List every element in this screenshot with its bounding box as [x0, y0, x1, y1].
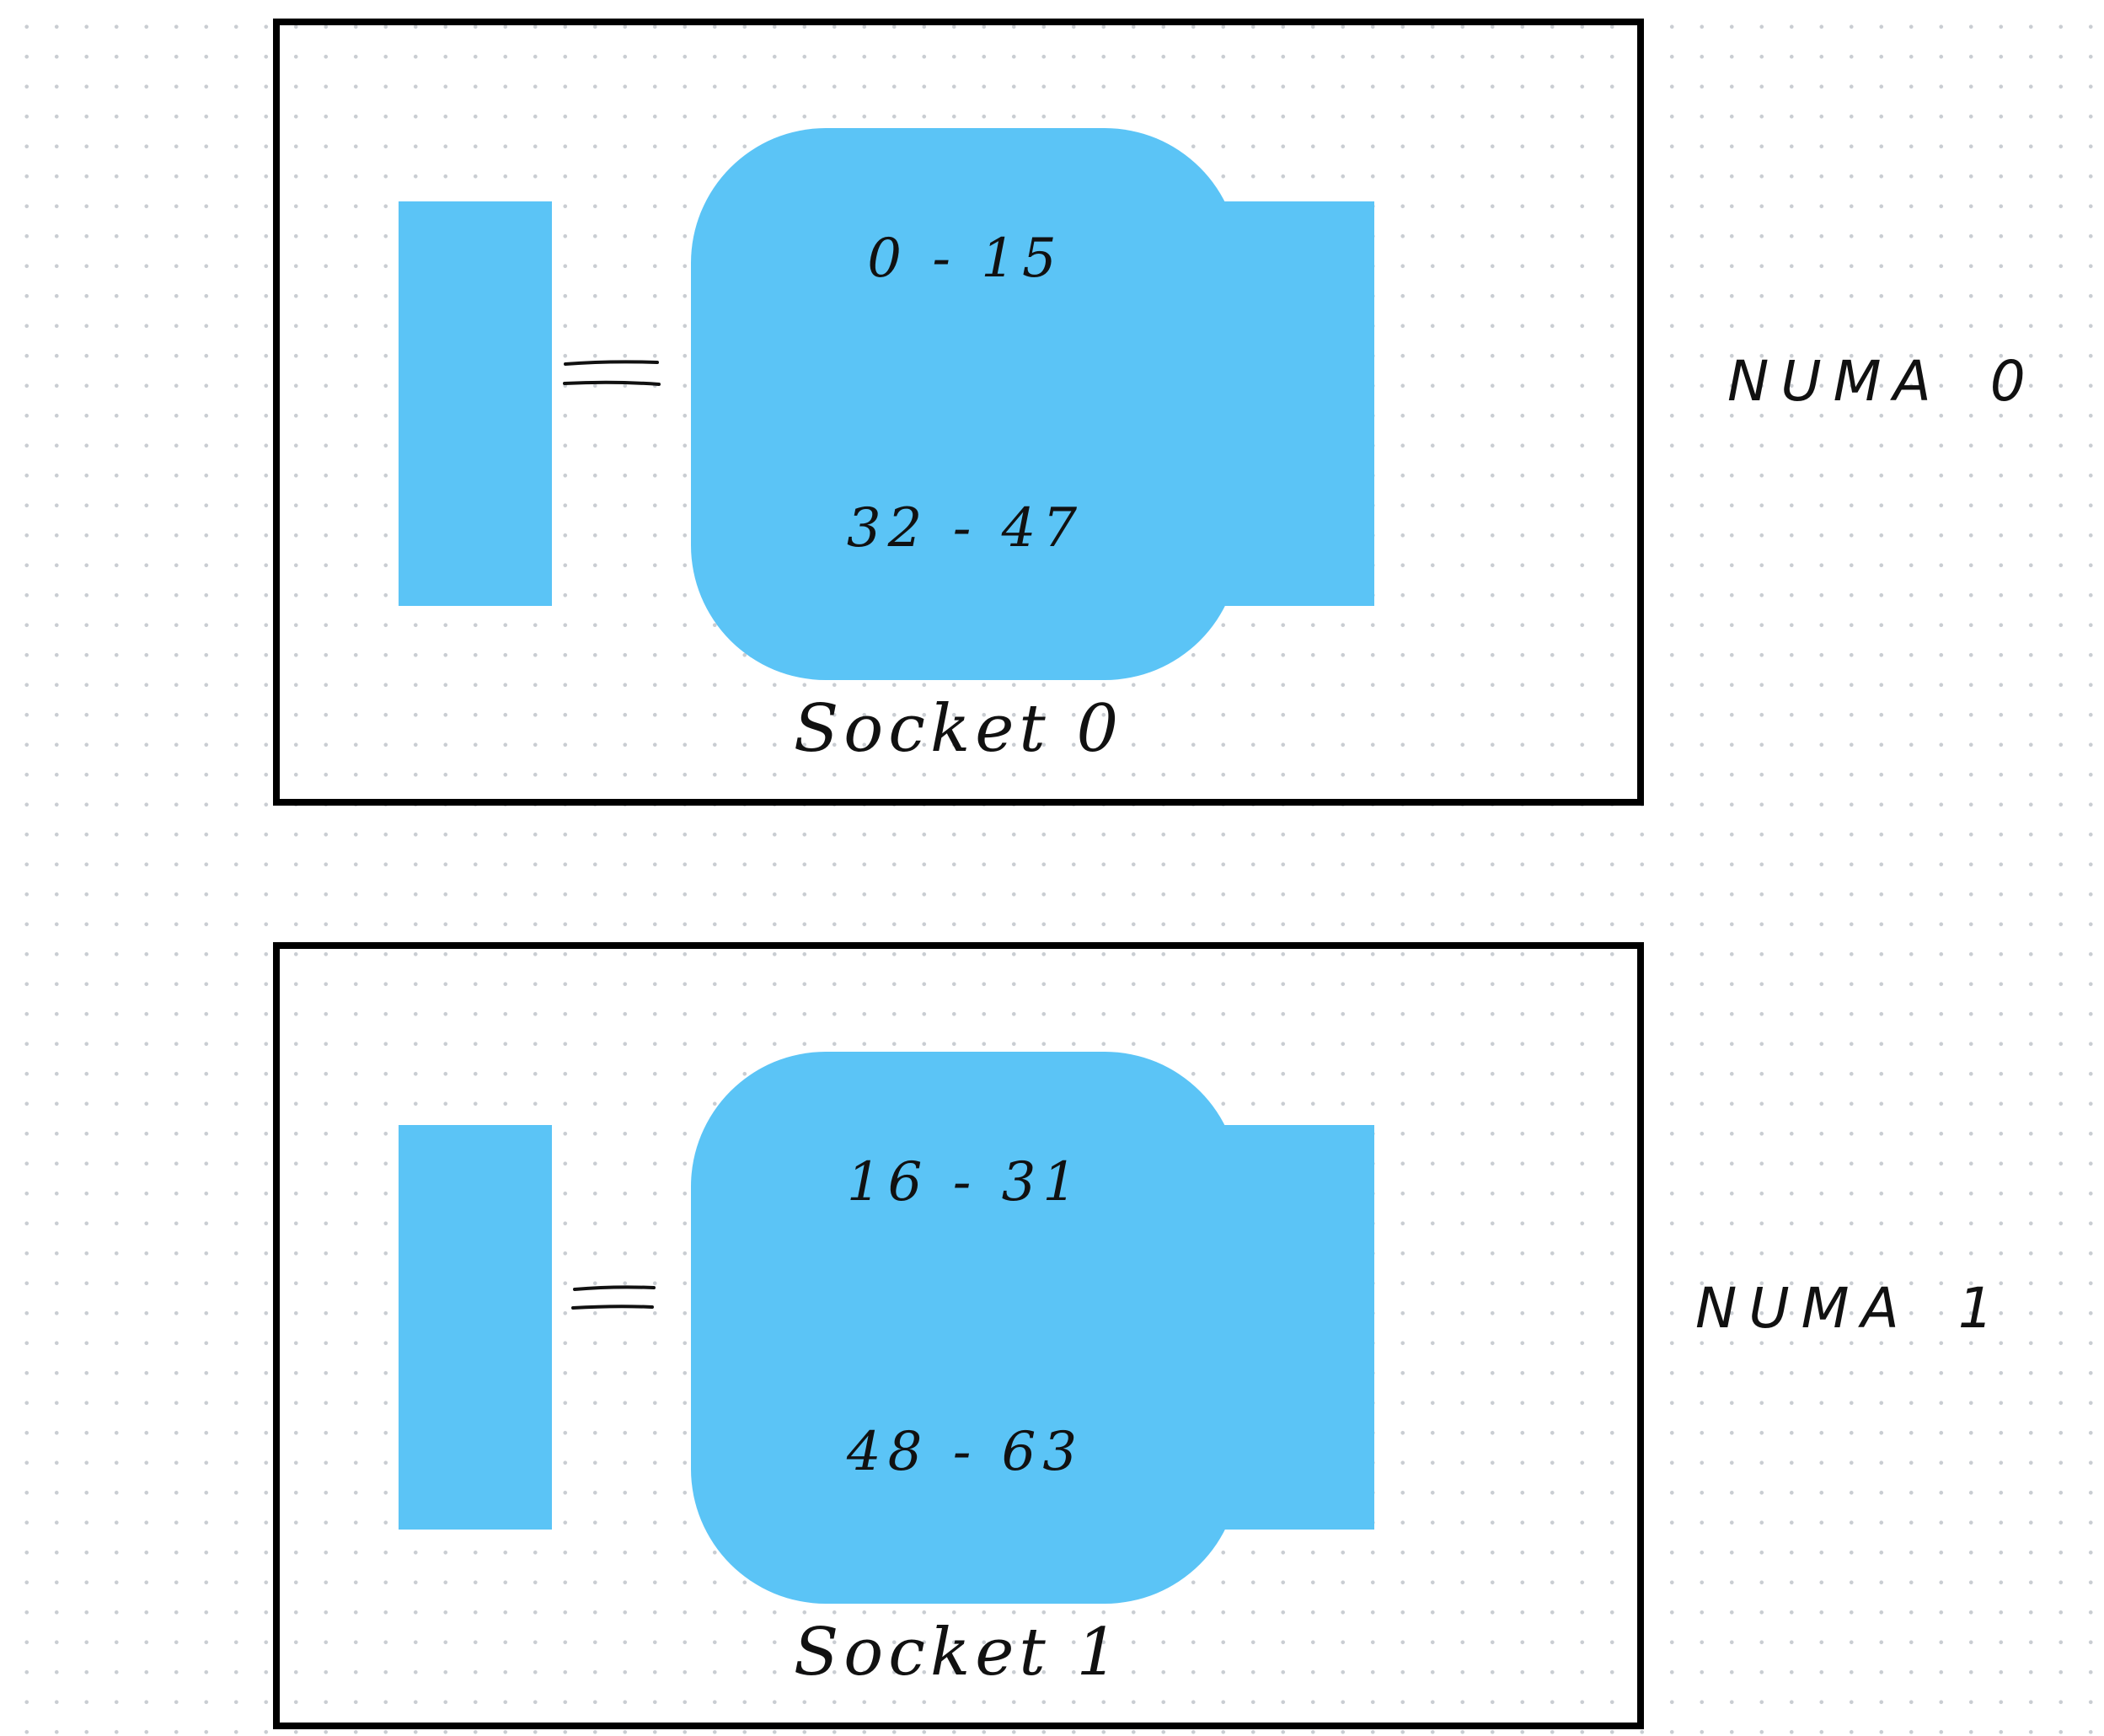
numa-node-0-frame: 0 - 15 32 - 47 Socket 0 — [273, 19, 1644, 806]
numa-label-text: NUMA — [1695, 1276, 1911, 1341]
cpu-socket-1: 16 - 31 48 - 63 — [691, 1052, 1239, 1604]
numa-label-text: NUMA — [1727, 349, 1943, 414]
cpu-range-label: 48 - 63 — [846, 1421, 1084, 1483]
memory-block-left — [399, 201, 552, 606]
memory-link-left — [563, 360, 661, 386]
cpu-socket-0: 0 - 15 32 - 47 — [691, 128, 1239, 680]
numa-index: 1 — [1957, 1276, 2005, 1341]
memory-block-right — [1221, 1125, 1374, 1530]
numa-node-label: NUMA 1 — [1695, 1276, 2005, 1341]
numa-node-label: NUMA 0 — [1727, 349, 2037, 414]
cpu-range-label: 0 - 15 — [867, 228, 1063, 290]
numa-index: 0 — [1989, 349, 2037, 414]
cpu-range-label: 32 - 47 — [846, 497, 1084, 560]
socket-label: Socket 1 — [793, 1615, 1124, 1690]
numa-node-1-frame: 16 - 31 48 - 63 Socket 1 — [273, 942, 1644, 1729]
cpu-range-label: 16 - 31 — [846, 1151, 1084, 1214]
memory-link-left — [571, 1285, 656, 1310]
socket-label: Socket 0 — [793, 691, 1124, 767]
memory-block-right — [1221, 201, 1374, 606]
memory-block-left — [399, 1125, 552, 1530]
